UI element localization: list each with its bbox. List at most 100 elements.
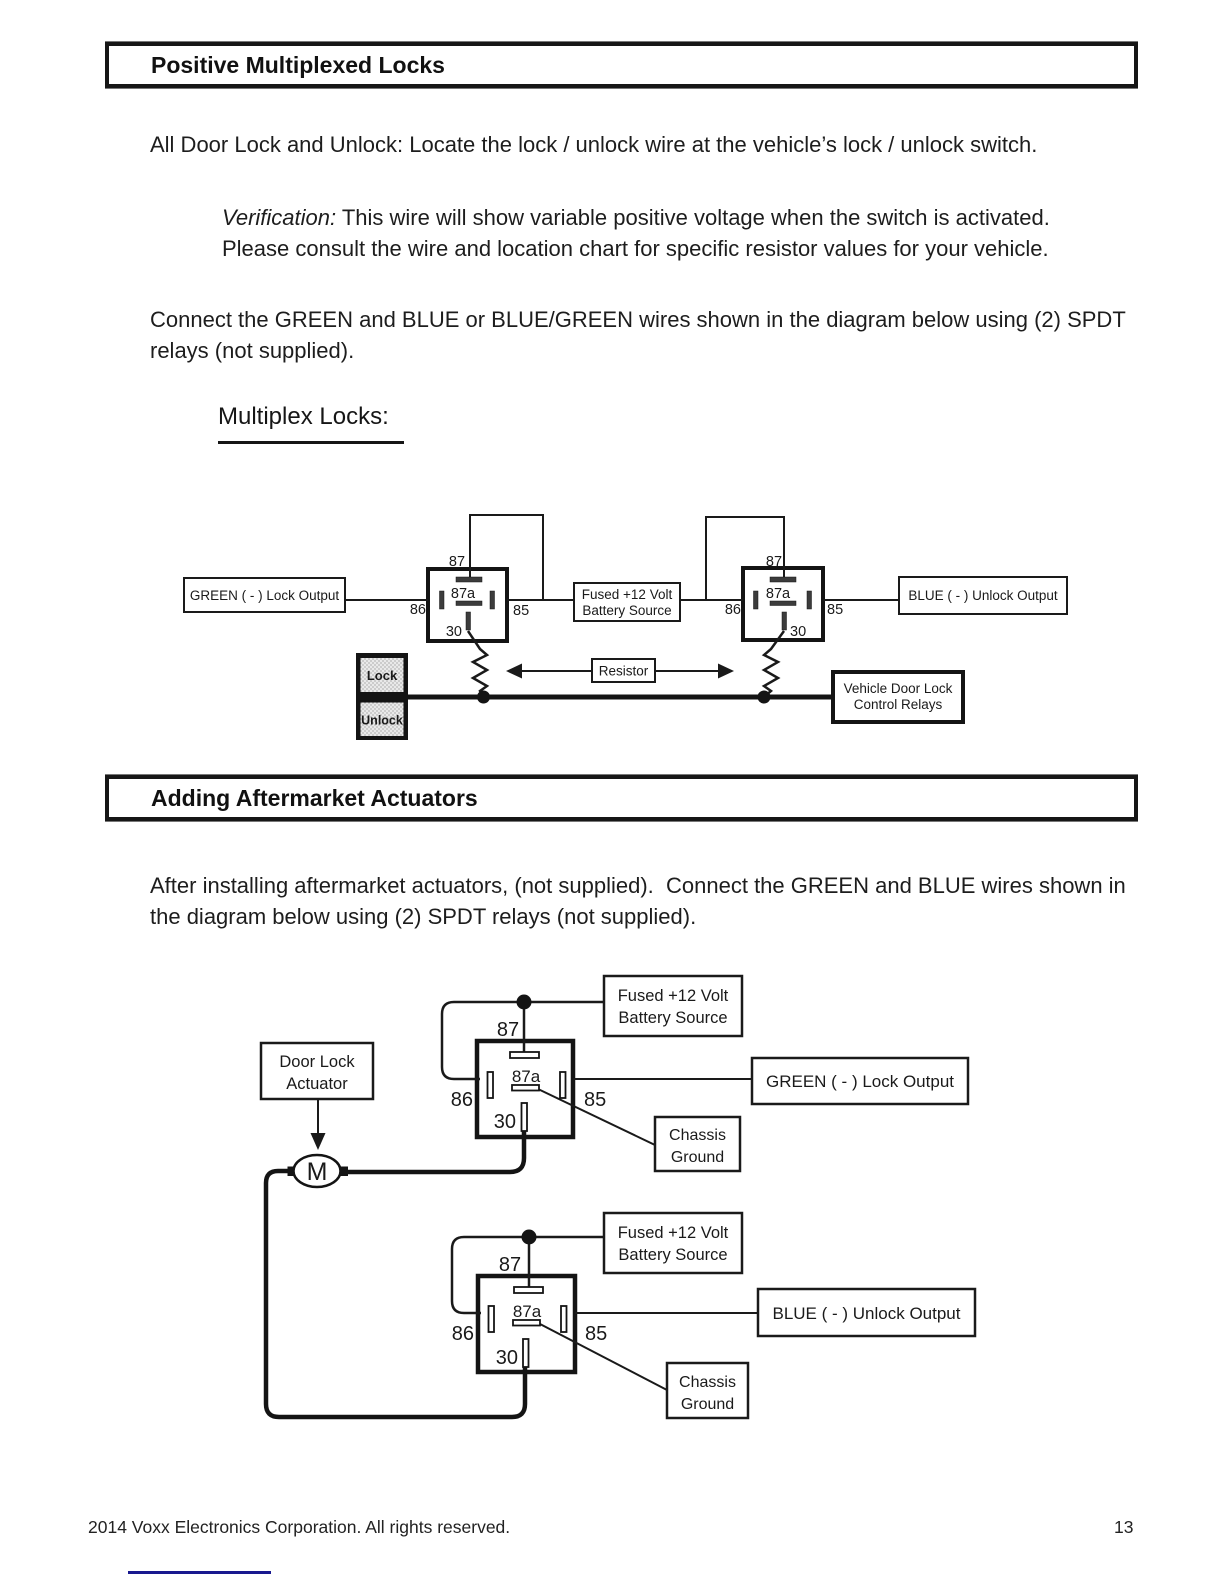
paragraph-after-installing: After installing aftermarket actuators, …: [150, 873, 1132, 929]
verification-label: Verification:: [222, 205, 337, 230]
section-header-positive-multiplexed-locks: Positive Multiplexed Locks: [105, 42, 1138, 88]
d1-relay1-pin-86: [439, 590, 445, 610]
d2-chassis-bottom-label-line2: Ground: [681, 1396, 734, 1413]
section1-title: Positive Multiplexed Locks: [151, 51, 445, 78]
d2-junction-dot-top: [516, 994, 532, 1010]
d2-door-actuator-box: [259, 1041, 375, 1101]
paragraph-verification: Verification: This wire will show variab…: [222, 202, 1094, 264]
d2-battery-bottom-label-line1: Fused +12 Volt: [618, 1224, 729, 1242]
d2-relay-top-pin-87a: [511, 1084, 540, 1092]
d1-green-lock-output-box: [183, 577, 346, 613]
d1-relay1-label-87: 87: [449, 554, 465, 570]
d2-motor-terminal-left: [287, 1166, 297, 1176]
d2-relay-bottom-pin-87a: [512, 1319, 541, 1327]
footer-blue-line: [128, 1571, 271, 1574]
d1-resistor-symbol-unlock: [761, 630, 786, 698]
d1-wire-relay2-87-loop: [705, 516, 785, 600]
d2-junction-dot-bottom: [521, 1229, 537, 1245]
d1-lock-label: Lock: [367, 668, 398, 683]
d1-junction-dot-unlock: [757, 690, 771, 704]
d1-lock-switch-lock-cell: [360, 658, 404, 692]
d1-relay1-label-30: 30: [446, 624, 462, 640]
diagram-multiplex-locks: GREEN ( - ) Lock Output Fused +12 Volt B…: [183, 514, 1068, 740]
d2-relay-top-pin-30: [520, 1102, 528, 1132]
d1-relay2-label-87a: 87a: [766, 586, 791, 602]
d1-relay2-pin-30: [781, 611, 787, 631]
d2-chassis-ground-box-bottom: [665, 1361, 750, 1420]
d2-wire-86-loop-bottom: [450, 1235, 522, 1315]
d2-door-actuator-label-line2: Actuator: [286, 1075, 348, 1093]
d2-relay-top-pin-87: [509, 1051, 540, 1059]
d1-blue-unlock-output-box: [898, 576, 1068, 615]
d2-door-actuator-label-line1: Door Lock: [279, 1053, 355, 1071]
d2-blue-unlock-output-box: [756, 1287, 977, 1338]
d2-relay-top-pin-85: [559, 1071, 567, 1099]
d1-battery-label-line1: Fused +12 Volt: [582, 587, 673, 602]
d2-relay-bottom-label-87: 87: [499, 1254, 521, 1276]
d2-motor-terminal-right: [338, 1166, 348, 1176]
d2-relay-top-label-86: 86: [451, 1089, 473, 1111]
d2-motor-label: M: [307, 1158, 328, 1186]
d1-relay1-label-86: 86: [410, 602, 426, 618]
paragraph-all-door-lock: All Door Lock and Unlock: Locate the loc…: [150, 132, 1038, 157]
d1-lock-switch-unlock-cell: [360, 702, 404, 736]
d1-resistor-callout-box: [591, 658, 656, 683]
section-header-adding-aftermarket-actuators: Adding Aftermarket Actuators: [105, 775, 1138, 821]
d2-relay-top-label-85: 85: [584, 1089, 606, 1111]
d2-relay-top-label-87a: 87a: [512, 1067, 541, 1086]
d1-unlock-label: Unlock: [361, 714, 403, 728]
d2-battery-top-label-line2: Battery Source: [618, 1009, 727, 1027]
d2-battery-top-label-line1: Fused +12 Volt: [618, 987, 729, 1005]
d1-vehicle-control-relays-box: [831, 670, 965, 724]
verification-text: This wire will show variable positive vo…: [222, 205, 1063, 261]
d2-battery-bottom-label-line2: Battery Source: [618, 1246, 727, 1264]
d2-relay-top-label-87: 87: [497, 1019, 519, 1041]
d1-relay2-label-30: 30: [790, 624, 806, 640]
d2-relay-bottom-pin-30: [522, 1338, 530, 1368]
d1-relay2-pin-87: [769, 576, 797, 583]
d1-relay2-pin-86: [753, 590, 759, 610]
d1-resistor-arrowhead-right: [718, 663, 734, 679]
section2-title: Adding Aftermarket Actuators: [151, 784, 478, 811]
d2-wire-86-loop-top: [440, 1000, 517, 1081]
d2-chassis-top-label-line1: Chassis: [669, 1127, 726, 1144]
d1-relay2-label-87: 87: [766, 554, 782, 570]
footer-copyright: 2014 Voxx Electronics Corporation. All r…: [88, 1517, 511, 1537]
d1-relay1-label-85: 85: [513, 603, 529, 619]
d1-junction-dot-lock: [477, 690, 490, 704]
d2-battery-box-top: [602, 974, 744, 1038]
d1-resistor-symbol-lock: [466, 630, 490, 698]
d1-resistor-arrowhead-left: [506, 663, 522, 679]
d1-relay2-pin-85: [806, 590, 812, 610]
d1-relay1-label-87a: 87a: [451, 586, 476, 602]
d2-relay-bottom-pin-86: [487, 1305, 495, 1333]
d2-battery-box-bottom: [602, 1211, 744, 1275]
multiplex-locks-heading: Multiplex Locks:: [218, 403, 389, 430]
d2-relay-top-label-30: 30: [494, 1111, 516, 1133]
d2-relay-bottom-label-85: 85: [585, 1323, 607, 1345]
d2-chassis-ground-box-top: [653, 1115, 742, 1173]
d1-battery-label-line2: Battery Source: [582, 603, 671, 618]
diagram-aftermarket-actuators: M Door Lock Actuator Fused +12 Volt Batt…: [259, 974, 977, 1420]
d2-actuator-arrowhead: [310, 1133, 326, 1150]
d2-wire-motor-to-bottom-30: [263, 1168, 528, 1420]
d2-wire-87a-to-chassis-bottom: [539, 1323, 668, 1391]
d2-blue-unlock-output-label: BLUE ( - ) Unlock Output: [772, 1304, 960, 1323]
d1-relay2-label-85: 85: [827, 602, 843, 618]
d1-vehicle-relays-label-line1: Vehicle Door Lock: [844, 681, 953, 696]
d2-wire-30-to-motor: [347, 1125, 527, 1175]
d2-chassis-top-label-line2: Ground: [671, 1149, 724, 1166]
d2-wire-87a-to-chassis-top: [537, 1088, 656, 1146]
footer-page-number: 13: [1114, 1517, 1134, 1537]
multiplex-locks-underline: [218, 441, 404, 444]
d2-green-lock-output-label: GREEN ( - ) Lock Output: [766, 1072, 954, 1091]
d1-relay2-pin-87a: [769, 600, 797, 606]
d2-relay-bottom-pin-87: [513, 1286, 544, 1294]
d2-chassis-bottom-label-line1: Chassis: [679, 1374, 736, 1391]
d1-relay1-pin-87a: [455, 600, 483, 606]
d2-relay-top-pin-86: [486, 1071, 494, 1099]
d1-relay1-pin-85: [489, 590, 495, 610]
d1-blue-unlock-output-label: BLUE ( - ) Unlock Output: [908, 588, 1058, 603]
d2-relay-bottom-label-86: 86: [452, 1323, 474, 1345]
